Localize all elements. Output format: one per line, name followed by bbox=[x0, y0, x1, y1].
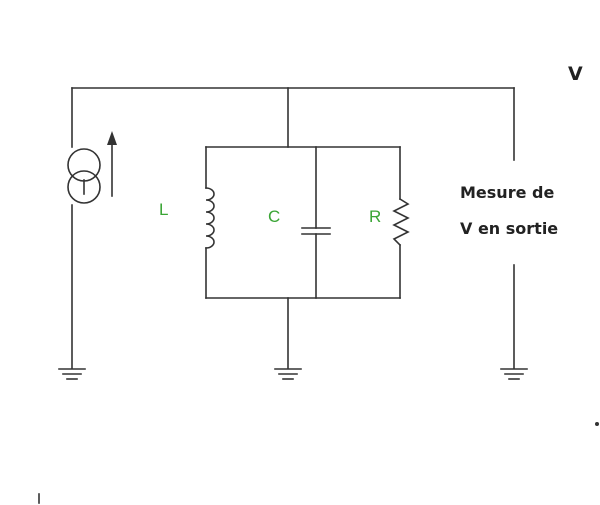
measure-label-line2: V en sortie bbox=[460, 219, 558, 238]
voltage-label: V bbox=[568, 63, 583, 85]
ground-icon bbox=[58, 368, 86, 380]
ground-icon bbox=[274, 368, 302, 380]
stray-dot bbox=[595, 422, 599, 426]
resistor-label: R bbox=[369, 207, 381, 226]
current-source-icon bbox=[67, 87, 101, 369]
capacitor-label: C bbox=[268, 207, 280, 226]
inductor-label: L bbox=[159, 200, 168, 219]
ground-icon bbox=[500, 368, 528, 380]
inductor-icon bbox=[205, 146, 215, 299]
current-arrow-icon bbox=[107, 131, 117, 197]
resistor-icon bbox=[392, 146, 410, 299]
capacitor-icon bbox=[301, 146, 331, 299]
measure-label-line1: Mesure de bbox=[460, 183, 554, 202]
